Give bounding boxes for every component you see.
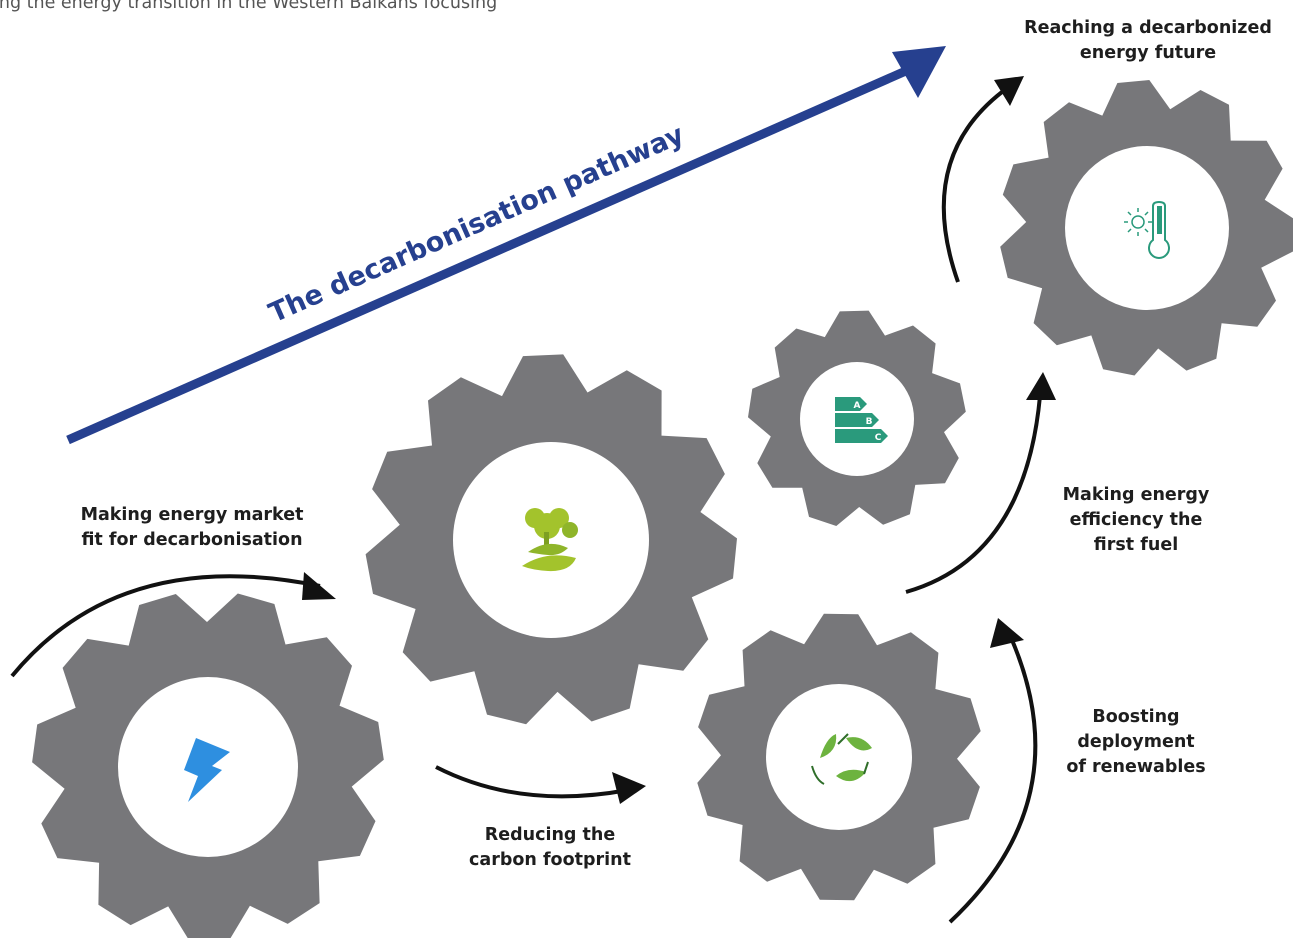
- gear-footprint: [365, 354, 737, 725]
- energy-class-b: B: [866, 417, 873, 427]
- energy-class-c: C: [875, 433, 882, 443]
- recycle-leaves-icon: [811, 733, 872, 785]
- intro-text-fragment: ing the energy transition in the Western…: [0, 0, 498, 13]
- label-renewables-line-1: Boosting: [1092, 707, 1179, 727]
- energy-label-icon: A B C: [835, 397, 888, 443]
- label-footprint-line-2: carbon footprint: [469, 850, 631, 870]
- label-efficiency-line-1: Making energy: [1063, 485, 1210, 505]
- label-efficiency-line-2: efficiency the: [1070, 510, 1203, 530]
- sun-thermometer-icon: [1124, 200, 1170, 259]
- arrow-to-decarbonized-future: [941, 76, 1024, 283]
- arrow-market-to-footprint: [10, 572, 336, 678]
- arrow-efficiency-to-future: [905, 372, 1056, 594]
- label-future-line-2: energy future: [1080, 43, 1216, 63]
- pathway-title: The decarbonisation pathway: [264, 119, 689, 329]
- label-market-line-2: fit for decarbonisation: [81, 530, 302, 550]
- pathway-arrow: [66, 46, 946, 445]
- label-renewables-line-2: deployment: [1077, 732, 1194, 752]
- trees-icon: [522, 508, 578, 572]
- gear-future: [1000, 80, 1293, 376]
- label-future-line-1: Reaching a decarbonized: [1024, 18, 1272, 38]
- lightning-bolt-icon: [184, 738, 230, 802]
- label-market-line-1: Making energy market: [81, 505, 304, 525]
- label-efficiency-line-3: first fuel: [1094, 535, 1178, 555]
- arrow-footprint-to-renewables: [435, 765, 646, 804]
- energy-class-a: A: [854, 401, 861, 411]
- label-footprint-line-1: Reducing the: [485, 825, 616, 845]
- gear-renewables: [697, 613, 981, 901]
- label-renewables-line-3: of renewables: [1066, 757, 1205, 777]
- arrow-renewables-to-efficiency: [948, 618, 1038, 924]
